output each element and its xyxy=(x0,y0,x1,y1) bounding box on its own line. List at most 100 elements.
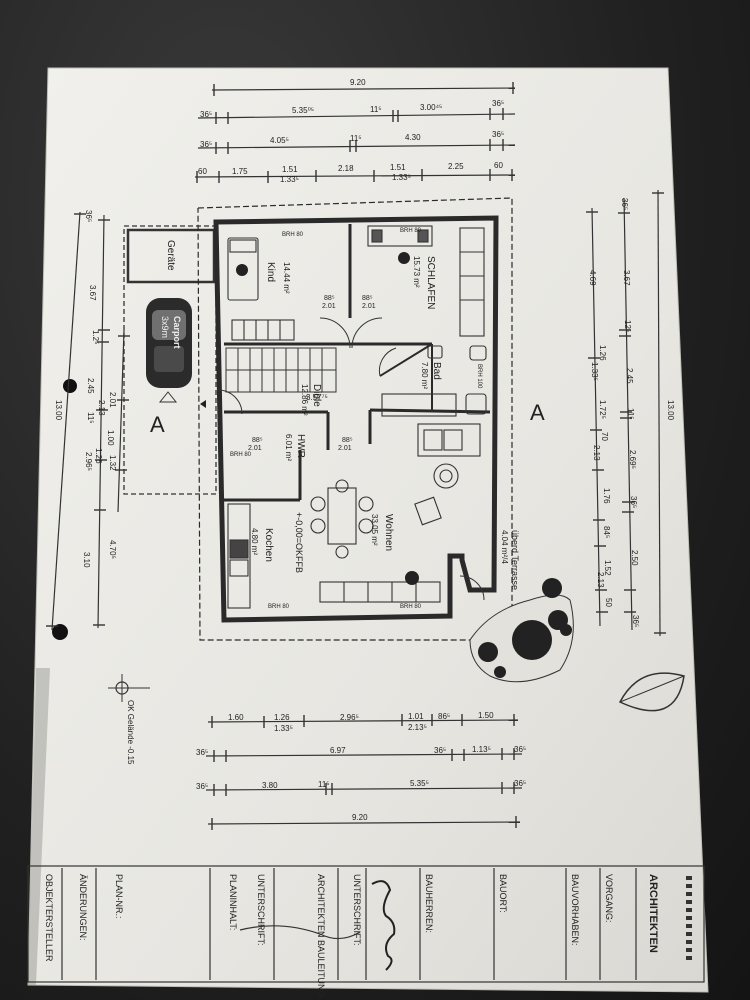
svg-text:36⁵: 36⁵ xyxy=(84,210,93,222)
svg-text:BRH 80: BRH 80 xyxy=(400,228,422,234)
room-schlafen-area: 15.73 m² xyxy=(412,256,421,288)
svg-text:3.67: 3.67 xyxy=(88,285,97,301)
svg-text:OBJEKTERSTELLER: OBJEKTERSTELLER xyxy=(44,874,54,962)
svg-text:13.00: 13.00 xyxy=(54,400,63,421)
svg-text:BAUHERREN:: BAUHERREN: xyxy=(424,874,434,933)
house-walls xyxy=(197,197,513,641)
svg-text:36⁵: 36⁵ xyxy=(620,198,629,210)
svg-text:3.10: 3.10 xyxy=(82,552,91,568)
room-hwr-area: 6.01 m² xyxy=(284,434,293,461)
right-dimension-labels: 13.00 36⁵ 3.67 12⁵ 2.45 11⁵ 2.69⁵ 36⁵ 2.… xyxy=(588,198,675,627)
room-kind-area: 14.44 m² xyxy=(282,262,291,294)
svg-text:36⁵: 36⁵ xyxy=(196,748,208,757)
svg-text:1.13⁵: 1.13⁵ xyxy=(472,745,491,754)
svg-text:1.50: 1.50 xyxy=(478,711,494,720)
carport-label: Carport xyxy=(172,316,182,349)
svg-text:11⁵: 11⁵ xyxy=(86,412,95,424)
svg-text:2.01: 2.01 xyxy=(362,303,376,310)
door-swings xyxy=(217,317,485,601)
svg-text:BRH 80: BRH 80 xyxy=(230,452,252,458)
svg-text:1.52: 1.52 xyxy=(603,560,612,576)
svg-text:1.75: 1.75 xyxy=(232,167,248,176)
left-dimensions xyxy=(46,211,130,631)
svg-text:1.51: 1.51 xyxy=(390,163,406,172)
svg-text:11⁵: 11⁵ xyxy=(626,408,635,420)
bottom-dimension-labels: 1.60 1.26 2.96⁵ 1.01 86⁵ 1.50 1.33⁵ 2.13… xyxy=(196,711,526,822)
svg-text:9.20: 9.20 xyxy=(350,78,366,87)
room-diele-name: Diele xyxy=(311,384,322,407)
svg-text:60: 60 xyxy=(198,167,207,176)
svg-text:1.51: 1.51 xyxy=(282,165,298,174)
svg-text:36⁵: 36⁵ xyxy=(196,782,208,791)
svg-text:5.35⁵: 5.35⁵ xyxy=(410,779,429,788)
geraete-room xyxy=(126,228,216,284)
svg-text:UNTERSCHRIFT:: UNTERSCHRIFT: xyxy=(256,874,266,946)
carport-area: Geräte Carport 3x9m A xyxy=(123,225,217,495)
svg-text:36⁵: 36⁵ xyxy=(200,110,212,119)
svg-text:1.72⁵: 1.72⁵ xyxy=(598,400,607,419)
svg-text:PLANINHALT:: PLANINHALT: xyxy=(228,874,238,930)
svg-text:1.33⁵: 1.33⁵ xyxy=(280,175,299,184)
room-bad-area: 7.80 m² xyxy=(420,362,429,389)
svg-text:36⁵: 36⁵ xyxy=(514,779,526,788)
svg-text:ARCHITEKTEN BAULEITUNG: ARCHITEKTEN BAULEITUNG xyxy=(316,874,326,998)
svg-text:2.01: 2.01 xyxy=(248,445,262,452)
room-labels: Kind 14.44 m² SCHLAFEN 15.73 m² Bad 7.80… xyxy=(230,228,545,610)
title-block xyxy=(27,865,705,983)
svg-text:88⁵: 88⁵ xyxy=(342,437,353,444)
left-dimension-labels: 13.00 36⁵ 3.67 1.2⁵ 2.45 11⁵ 2.96⁵ 3.10 … xyxy=(54,210,117,568)
svg-text:12⁵: 12⁵ xyxy=(623,320,632,332)
svg-text:ÄNDERUNGEN:: ÄNDERUNGEN: xyxy=(78,874,88,941)
svg-text:60: 60 xyxy=(494,161,503,170)
svg-text:36⁵: 36⁵ xyxy=(629,496,638,508)
room-bad-name: Bad xyxy=(431,362,442,380)
svg-text:OK Gelände -0.15: OK Gelände -0.15 xyxy=(126,700,135,765)
top-dimensions xyxy=(194,82,516,183)
svg-text:4.70⁵: 4.70⁵ xyxy=(108,540,117,559)
car-icon xyxy=(146,298,192,388)
right-dimensions xyxy=(586,189,666,637)
svg-text:86⁵: 86⁵ xyxy=(438,712,450,721)
room-terrasse-area: 4.04 m²/4 xyxy=(500,530,509,564)
room-schlafen-name: SCHLAFEN xyxy=(425,256,436,309)
section-mark-left: A xyxy=(150,412,165,437)
svg-text:36⁵: 36⁵ xyxy=(492,130,504,139)
svg-text:2.50: 2.50 xyxy=(630,550,639,566)
signature xyxy=(371,880,396,971)
svg-text:1.26: 1.26 xyxy=(598,345,607,361)
svg-text:36⁵: 36⁵ xyxy=(434,746,446,755)
svg-text:2.13: 2.13 xyxy=(592,445,601,461)
svg-text:1.32: 1.32 xyxy=(108,455,117,471)
hole-punch-icon xyxy=(63,379,77,393)
svg-text:PLAN-NR.:: PLAN-NR.: xyxy=(114,874,124,919)
svg-text:36⁵: 36⁵ xyxy=(631,615,640,627)
svg-text:36⁵: 36⁵ xyxy=(200,140,212,149)
svg-text:84⁵: 84⁵ xyxy=(602,526,611,538)
svg-text:1.26: 1.26 xyxy=(94,448,103,464)
svg-text:11⁵: 11⁵ xyxy=(350,134,362,143)
svg-text:2.25: 2.25 xyxy=(448,162,464,171)
svg-text:2.13: 2.13 xyxy=(596,572,605,588)
svg-text:1.33⁵: 1.33⁵ xyxy=(274,724,293,733)
svg-text:88⁵: 88⁵ xyxy=(252,437,263,444)
svg-text:5.35⁰⁵: 5.35⁰⁵ xyxy=(292,106,314,115)
svg-text:3.57⁷⁵: 3.57⁷⁵ xyxy=(306,393,328,402)
svg-text:88⁵: 88⁵ xyxy=(362,295,373,302)
room-kochen-name: Kochen xyxy=(263,528,274,562)
okffb-label: +-0,00=OKFFB xyxy=(294,512,304,573)
svg-text:2.45: 2.45 xyxy=(86,378,95,394)
firm-logo xyxy=(686,876,692,960)
room-kochen-area: 4.80 m² xyxy=(250,528,259,555)
svg-text:9.20: 9.20 xyxy=(352,813,368,822)
geraete-label: Geräte xyxy=(165,240,176,271)
svg-text:2.96⁵: 2.96⁵ xyxy=(340,713,359,722)
svg-text:2.18: 2.18 xyxy=(338,164,354,173)
svg-text:2.13: 2.13 xyxy=(97,400,106,416)
svg-text:BRH 80: BRH 80 xyxy=(268,604,290,610)
svg-text:4.05⁵: 4.05⁵ xyxy=(270,136,289,145)
svg-text:2.69⁵: 2.69⁵ xyxy=(628,450,637,469)
svg-text:6.97: 6.97 xyxy=(330,746,346,755)
svg-text:BRH 80: BRH 80 xyxy=(282,232,304,238)
